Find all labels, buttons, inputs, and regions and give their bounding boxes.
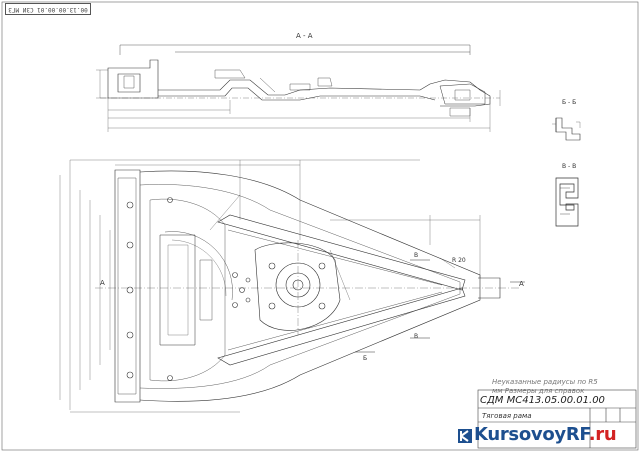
part-name: Тяговая рама [482,412,532,420]
section-bb-title: Б - Б [562,99,576,106]
marker-a-right: А [519,280,524,288]
section-vv-title: В - В [562,163,576,170]
drawing-note: Неуказанные радиусы по R5 мм Размеры для… [492,378,598,396]
marker-a-left: А [100,279,105,287]
watermark-link[interactable]: KursovoyRF.ru [474,424,617,445]
kursovoyrf-logo-icon [458,429,472,443]
watermark-brand: KursovoyRF [474,424,589,445]
marker-v-top: В [414,252,418,259]
note-line-1: Неуказанные радиусы по R5 [492,378,598,386]
plan-view-frame [59,159,525,413]
watermark-tld: .ru [588,424,617,445]
section-bb-profile [552,117,581,141]
section-aa-title: А - А [296,32,313,40]
marker-b: Б [363,355,367,362]
title-block-frame [477,389,637,449]
radius-r20: R 20 [452,257,466,264]
section-aa-profile [96,44,501,132]
note-line-2: мм Размеры для справок [492,387,585,395]
document-code: СДМ МС413.05.00.01.00 [480,395,605,406]
marker-v-bottom: В [414,333,418,340]
section-vv-profile [555,177,579,227]
